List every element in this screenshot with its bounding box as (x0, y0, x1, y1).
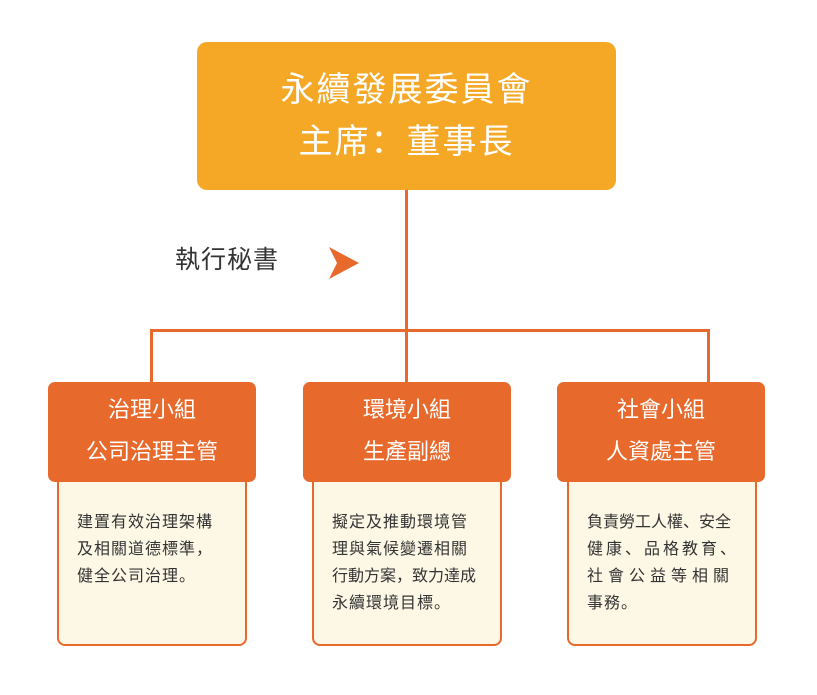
group-header-environment: 環境小組 生產副總 (303, 382, 511, 482)
desc-line: 社會公益等相關 (587, 566, 735, 585)
secretary-label: 執行秘書 (175, 245, 280, 274)
drop-connector-social (707, 329, 710, 383)
desc-line: 健全公司治理。 (77, 566, 197, 585)
committee-chair: 主席：董事長 (298, 122, 515, 162)
group-card-environment (312, 470, 502, 646)
committee-box: 永續發展委員會 主席：董事長 (197, 42, 616, 190)
drop-connector-governance (150, 329, 153, 383)
group-desc-governance: 建置有效治理架構 及相關道德標準， 健全公司治理。 (77, 508, 247, 589)
desc-line: 健康、品格教育、 (587, 539, 740, 558)
group-lead: 公司治理主管 (85, 440, 218, 465)
desc-line: 擬定及推動環境管 (332, 512, 469, 531)
desc-line: 負責勞工人權、安全 (587, 512, 732, 531)
desc-line: 行動方案，致力達成 (332, 566, 477, 585)
chevron-right-icon (329, 247, 359, 279)
group-header-social: 社會小組 人資處主管 (557, 382, 765, 482)
group-header-governance: 治理小組 公司治理主管 (48, 382, 256, 482)
desc-line: 理與氣候變遷相關 (332, 539, 469, 558)
horizontal-connector (150, 329, 710, 332)
group-lead: 生產副總 (362, 440, 451, 465)
desc-line: 及相關道德標準， (77, 539, 214, 558)
group-name: 環境小組 (362, 398, 451, 423)
group-name: 社會小組 (616, 398, 705, 423)
committee-title: 永續發展委員會 (280, 70, 533, 110)
desc-line: 事務。 (587, 593, 639, 612)
group-desc-environment: 擬定及推動環境管 理與氣候變遷相關 行動方案，致力達成 永續環境目標。 (332, 508, 502, 616)
group-lead: 人資處主管 (605, 440, 716, 465)
group-card-governance (57, 470, 247, 646)
drop-connector-environment (405, 329, 408, 383)
vertical-main-connector (405, 190, 408, 330)
group-name: 治理小組 (107, 398, 196, 423)
group-card-social (567, 470, 757, 646)
desc-line: 永續環境目標。 (332, 593, 452, 612)
group-desc-social: 負責勞工人權、安全 健康、品格教育、 社會公益等相關 事務。 (587, 508, 757, 616)
desc-line: 建置有效治理架構 (77, 512, 214, 531)
